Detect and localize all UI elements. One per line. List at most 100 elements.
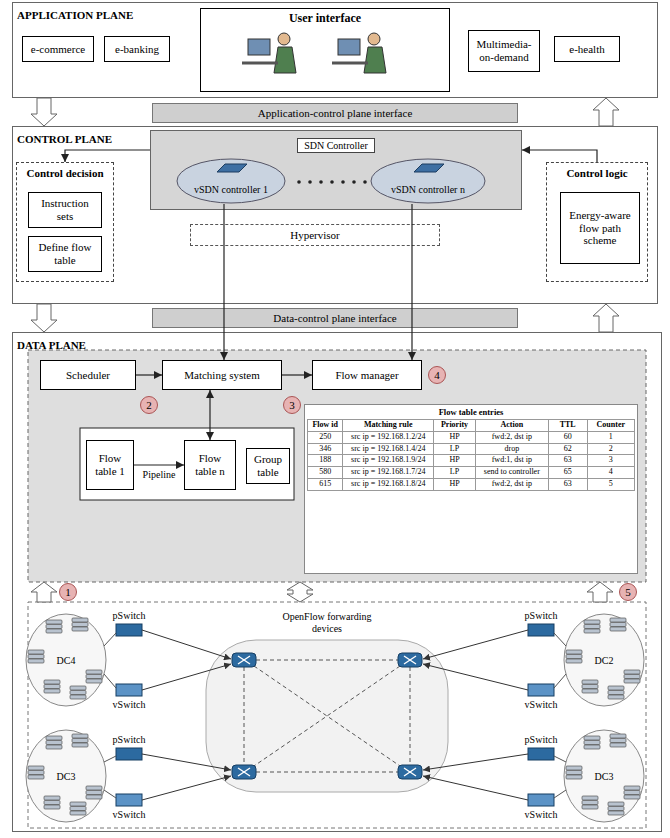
cell-text: 250 — [309, 433, 341, 442]
table-cell: 4 — [587, 467, 634, 479]
switch-links — [142, 630, 528, 800]
table-cell: 615 — [308, 478, 343, 490]
table-box: Flow table 1 — [86, 440, 134, 490]
cell-text: HP — [435, 480, 474, 489]
cell-text: fwd:1, dst ip — [477, 456, 547, 465]
pipeline-group — [80, 428, 294, 500]
server-icon — [608, 686, 624, 690]
cell-text: drop — [477, 445, 547, 454]
connector — [65, 150, 150, 162]
cell-text: 2 — [589, 445, 633, 454]
cell-text: fwd:2, dst ip — [477, 433, 547, 442]
part-label: DC3 — [595, 771, 614, 782]
cell-text: HP — [435, 433, 474, 442]
server-icon — [608, 811, 624, 815]
controller-ellipse: vSDN controller n — [370, 158, 486, 204]
node-text: Multimedia-on-demand — [472, 38, 536, 63]
node-text: User interface — [201, 11, 449, 26]
callout-number: 1 — [59, 583, 77, 601]
table-cell: fwd:2, dst ip — [475, 478, 548, 490]
cell-text: 63 — [550, 480, 586, 489]
entries-table: Flow idMatching rulePriorityActionTTLCou… — [307, 419, 635, 491]
table-box: Flow table n — [184, 440, 236, 490]
node-text: Data-control plane interface — [270, 312, 399, 324]
person-head — [278, 33, 290, 45]
table-cell: 3 — [587, 455, 634, 467]
controller-ellipse: vSDN controller 1 — [176, 158, 286, 204]
hollow-arrow — [287, 582, 313, 602]
plane-band: APPLICATION PLANEe-commercee-bankingUser… — [12, 2, 658, 98]
flow-table: Flow table entriesFlow idMatching rulePr… — [304, 404, 638, 574]
cell-text: 60 — [550, 433, 586, 442]
connector — [134, 464, 184, 465]
controller-box: SDN Controller vSDN controller 1 vSDN cont… — [150, 130, 522, 210]
server-icon — [582, 685, 598, 689]
server-icon — [582, 796, 598, 800]
table-cell: src ip = 192.168.1.8/24 — [343, 478, 434, 490]
table-cell: send to controller — [475, 467, 548, 479]
server-icon — [610, 739, 626, 743]
server-icon — [584, 629, 600, 633]
part-label: DC2 — [595, 655, 614, 666]
network-area — [28, 602, 646, 828]
server-icon — [608, 691, 624, 695]
table-cell: 65 — [548, 467, 587, 479]
server-icon — [28, 659, 44, 663]
interface-bar: Application-control plane interface — [152, 103, 518, 123]
server-icon — [46, 736, 62, 740]
plane-band: DATA PLANESchedulerMatching systemFlow m… — [12, 332, 662, 832]
node-text: Instruction sets — [32, 197, 98, 222]
table-box: Group table — [246, 448, 290, 484]
callout-number: 3 — [283, 396, 301, 414]
server-icon — [566, 650, 582, 654]
group-box: Control decisionInstruction setsDefine f… — [16, 162, 114, 282]
node-text: SDN Controller — [297, 138, 375, 153]
cell-text: Matching rule — [344, 421, 432, 430]
table-cell: 580 — [308, 467, 343, 479]
part-label: pSwitch — [113, 734, 146, 745]
cell-text: 65 — [550, 468, 586, 477]
server-icon — [28, 766, 44, 770]
person-body — [274, 47, 296, 73]
data-area — [28, 350, 646, 582]
table-row: Flow idMatching rulePriorityActionTTLCou… — [308, 420, 635, 432]
server-icon — [86, 675, 102, 679]
node-text: Flow manager — [335, 369, 398, 382]
table-cell: src ip = 192.168.1.9/24 — [343, 455, 434, 467]
server-icon — [70, 686, 86, 690]
node-text: Flow table 1 — [90, 452, 130, 477]
node-text: e-commerce — [31, 43, 85, 56]
table-cell: drop — [475, 443, 548, 455]
switch-icons — [116, 624, 554, 806]
cell-text: LP — [435, 445, 474, 454]
callout-number: 4 — [428, 366, 446, 384]
process-box: Scheduler — [40, 360, 136, 390]
server-icon — [610, 627, 626, 631]
table-cell: LP — [434, 443, 476, 455]
connector — [223, 204, 224, 360]
node-text: vSDN controller 1 — [194, 184, 268, 195]
server-icon — [28, 650, 44, 654]
process-box: Define flow table — [28, 236, 102, 272]
server-icon — [584, 620, 600, 624]
node-text: Control logic — [547, 167, 647, 179]
node-text: DATA PLANE — [17, 339, 86, 351]
person-body — [364, 47, 386, 73]
server-icon — [46, 741, 62, 745]
node-text: Scheduler — [66, 369, 110, 382]
table-row: 250src ip = 192.168.1.2/24HPfwd:2, dst i… — [308, 431, 635, 443]
server-icon — [624, 791, 640, 795]
server-icon — [28, 655, 44, 659]
process-box: Flow manager — [312, 360, 422, 390]
table-row: 580src ip = 192.168.1.7/24LPsend to cont… — [308, 467, 635, 479]
process-box: Energy-aware flow path scheme — [560, 192, 640, 264]
table-cell: Priority — [434, 420, 476, 432]
server-icon — [566, 659, 582, 663]
server-icon — [70, 811, 86, 815]
cell-text: 1 — [589, 433, 633, 442]
process-box: Instruction sets — [28, 192, 102, 228]
server-stacks — [28, 618, 640, 815]
node-text: Flow table n — [188, 452, 232, 477]
server-icon — [46, 620, 62, 624]
server-icon — [70, 807, 86, 811]
